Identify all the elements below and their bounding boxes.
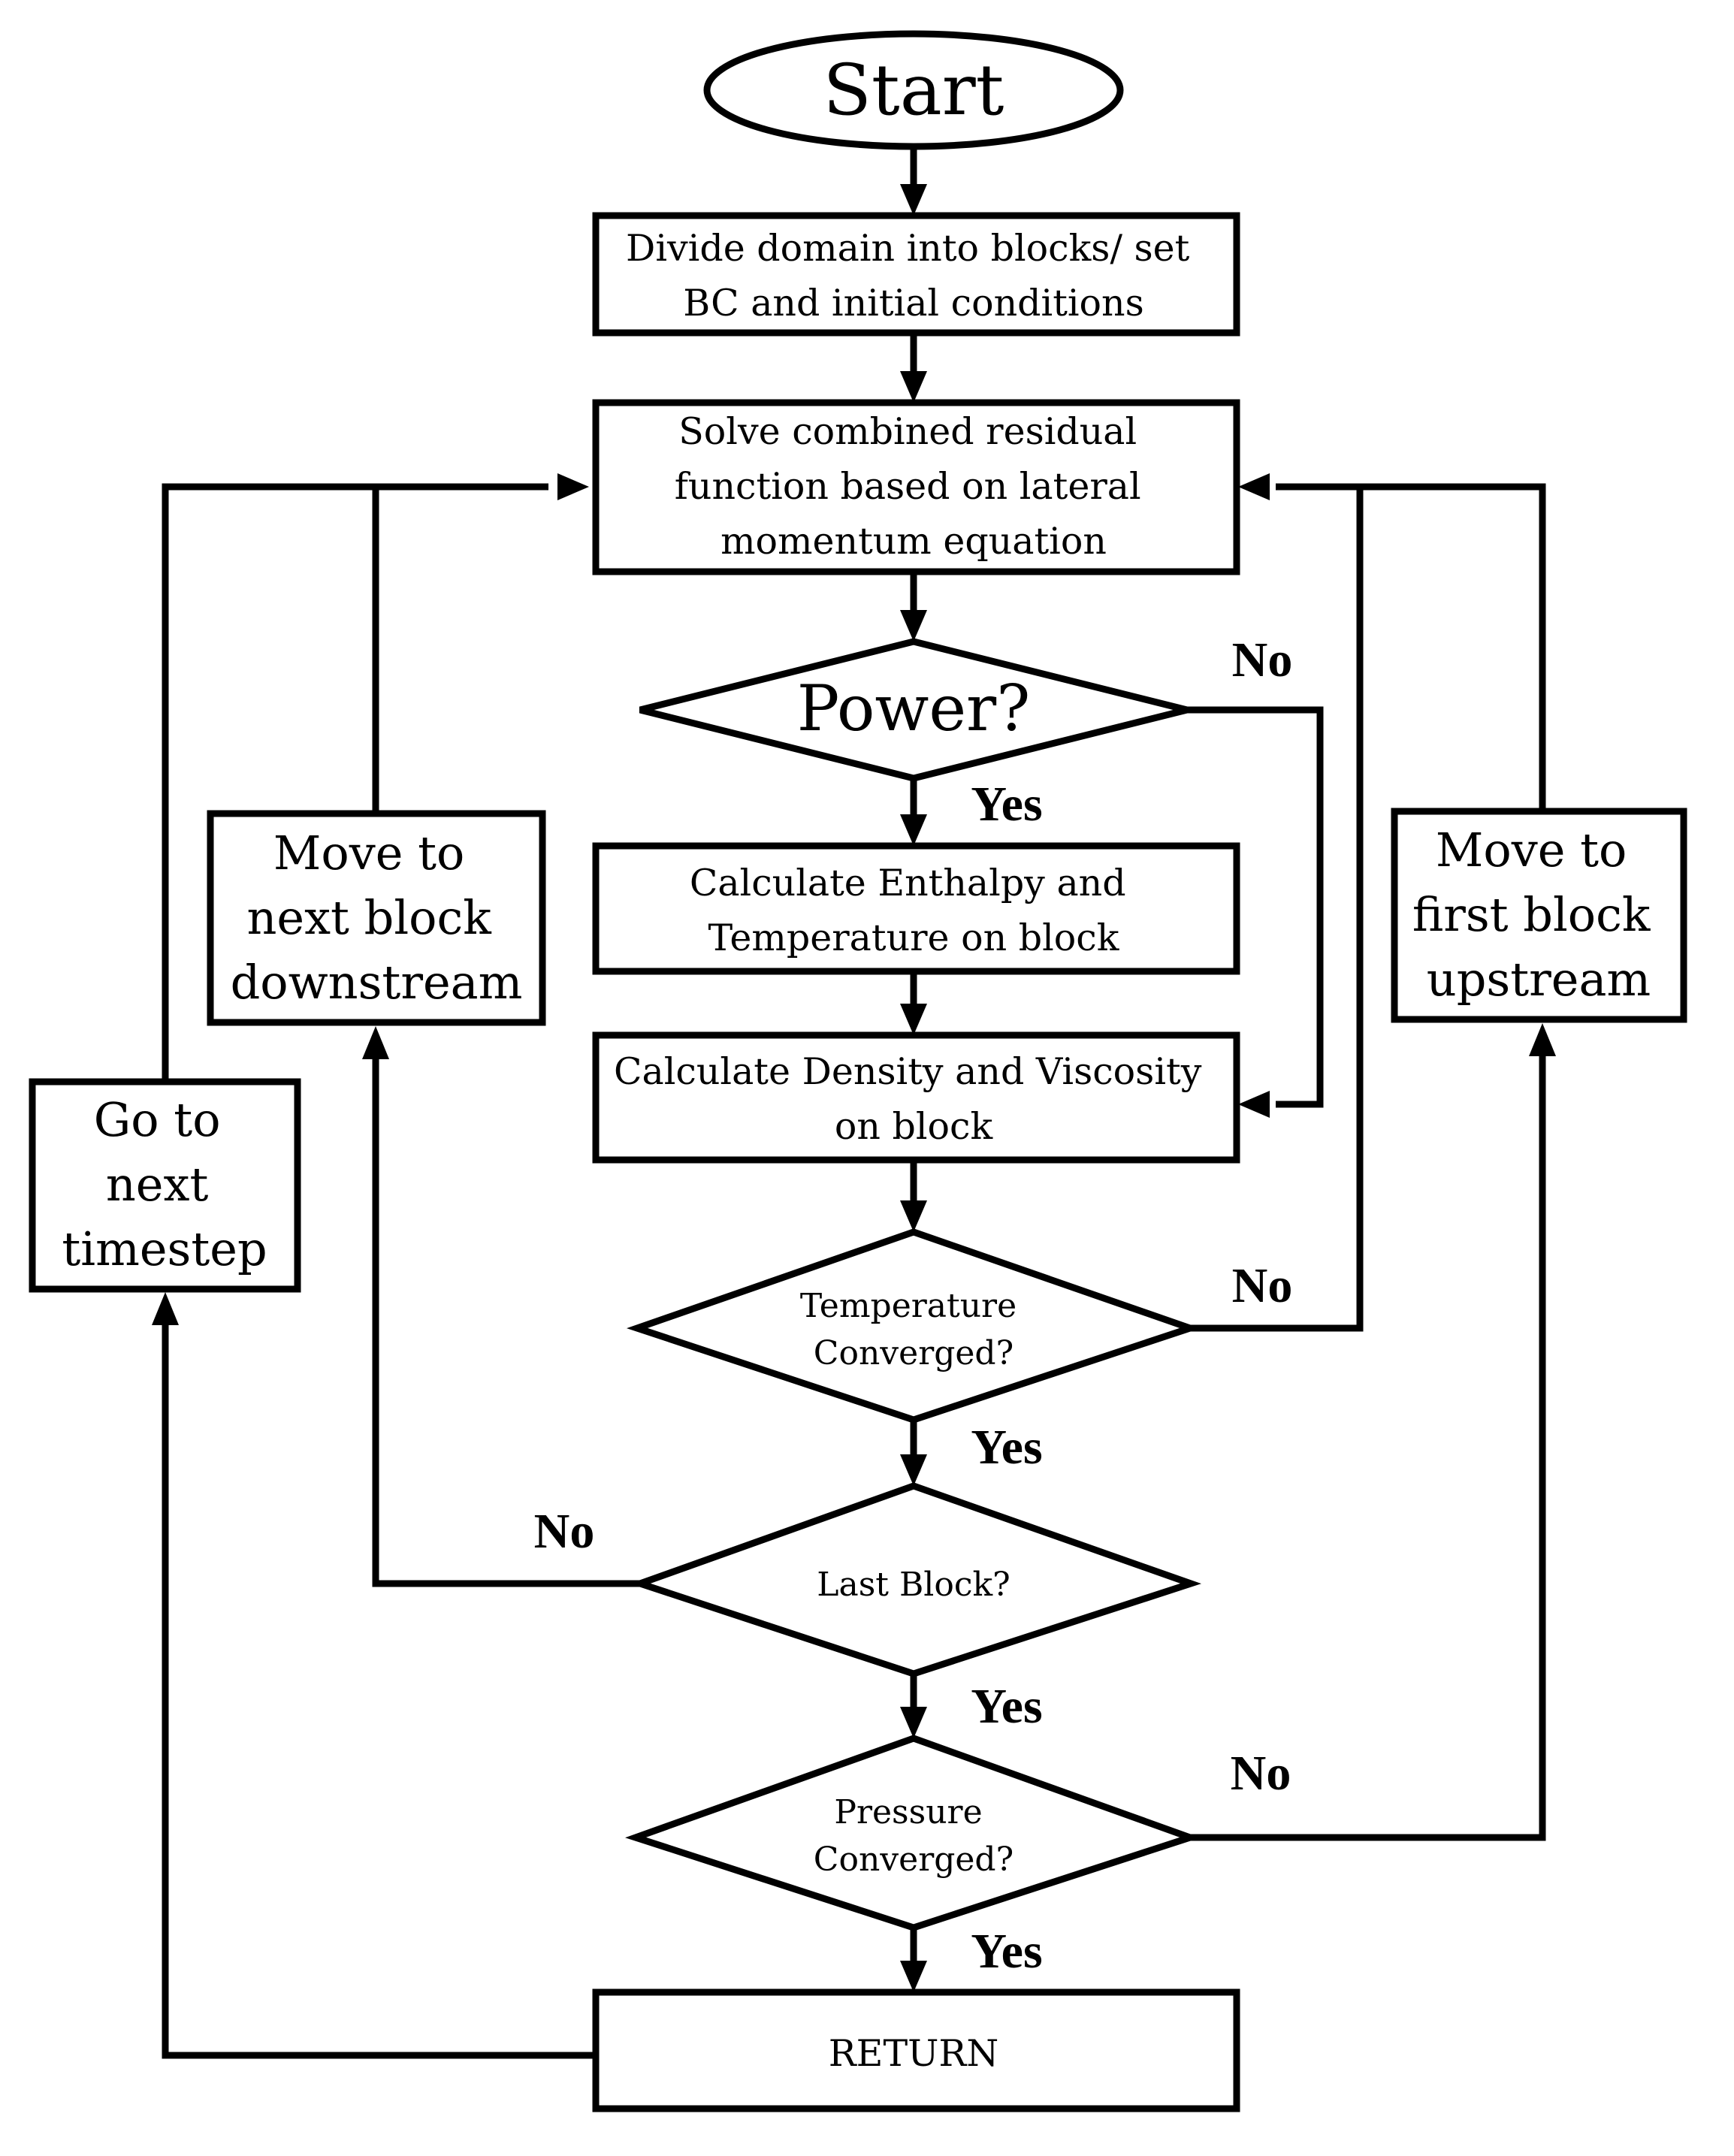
return-label: RETURN bbox=[829, 2032, 998, 2075]
temperature-converged-line-1: Temperature bbox=[800, 1287, 1017, 1325]
arrowhead-enthalpy bbox=[900, 814, 927, 846]
temperature-converged-decision: Temperature Converged? bbox=[627, 1228, 1201, 1424]
temperature-no-label: No bbox=[1232, 1258, 1293, 1313]
svg-text:Calculate Enthalpy and T: Calculate Enthalpy and Temperature on bl… bbox=[690, 862, 1137, 959]
edge-movedown-solve bbox=[372, 483, 548, 814]
svg-text:Pressure Converged?: Pressure Converged? bbox=[814, 1793, 1014, 1879]
arrowhead-movedown bbox=[362, 1026, 389, 1059]
next-timestep-box: Go to next timestep bbox=[29, 1078, 301, 1293]
solve-residual-line-1: Solve combined residual bbox=[678, 410, 1137, 453]
move-downstream-line-1: Move to bbox=[273, 826, 464, 880]
solve-residual-line-3: momentum equation bbox=[720, 520, 1107, 563]
temperature-converged-line-2: Converged? bbox=[814, 1334, 1014, 1372]
svg-text:Temperature Converged?: Temperature Converged? bbox=[800, 1287, 1027, 1372]
next-timestep-line-1: Go to bbox=[94, 1092, 221, 1147]
last-block-no-label: No bbox=[534, 1504, 595, 1559]
next-timestep-line-3: timestep bbox=[62, 1221, 267, 1276]
arrowhead-power bbox=[900, 610, 927, 642]
pressure-converged-line-2: Converged? bbox=[814, 1840, 1014, 1879]
solve-residual-box: Solve combined residual function based o… bbox=[592, 399, 1240, 575]
enthalpy-line-2: Temperature on block bbox=[708, 916, 1120, 959]
density-line-2: on block bbox=[835, 1105, 994, 1148]
power-no-label: No bbox=[1232, 633, 1293, 687]
arrowhead-tempconv bbox=[900, 1200, 927, 1232]
arrowhead-lastblock bbox=[900, 1454, 927, 1486]
start-node: Start bbox=[703, 30, 1124, 150]
divide-domain-line-1: Divide domain into blocks/ set bbox=[626, 227, 1190, 270]
arrowhead-density bbox=[900, 1004, 927, 1035]
pressure-converged-decision: Pressure Converged? bbox=[625, 1735, 1201, 1931]
divide-domain-line-2: BC and initial conditions bbox=[683, 282, 1144, 325]
power-yes-label: Yes bbox=[971, 777, 1042, 832]
arrowhead-solve-top bbox=[900, 371, 927, 403]
move-upstream-line-2: first block bbox=[1412, 887, 1651, 942]
arrowhead-solve-right bbox=[1238, 473, 1270, 500]
density-line-1: Calculate Density and Viscosity bbox=[614, 1050, 1202, 1093]
move-downstream-box: Move to next block downstream bbox=[207, 810, 546, 1026]
arrowhead-pressure bbox=[900, 1707, 927, 1738]
arrowhead-return bbox=[900, 1961, 927, 1992]
divide-domain-box: Divide domain into blocks/ set BC and in… bbox=[592, 212, 1240, 337]
last-block-yes-label: Yes bbox=[971, 1679, 1042, 1734]
arrowhead-moveup bbox=[1529, 1023, 1556, 1056]
temperature-yes-label: Yes bbox=[971, 1420, 1042, 1475]
arrowhead-solve-left bbox=[557, 473, 589, 500]
edge-pressure-no bbox=[1190, 1052, 1546, 1841]
svg-text:Calculate Density and Viscosit: Calculate Density and Viscosity on block bbox=[614, 1050, 1213, 1148]
edge-timestep-solve bbox=[162, 483, 376, 1082]
enthalpy-box: Calculate Enthalpy and Temperature on bl… bbox=[592, 842, 1240, 975]
arrowhead-divide bbox=[900, 184, 927, 216]
arrowheads bbox=[152, 184, 1556, 1992]
svg-text:Go to next timeste: Go to next timestep bbox=[62, 1092, 267, 1276]
last-block-label: Last Block? bbox=[817, 1566, 1010, 1604]
arrowhead-density-right bbox=[1238, 1091, 1270, 1118]
start-label: Start bbox=[823, 50, 1004, 131]
move-upstream-line-3: upstream bbox=[1427, 952, 1651, 1007]
edge-temp-no bbox=[1190, 483, 1364, 1332]
move-upstream-box: Move to first block upstream bbox=[1391, 808, 1687, 1023]
density-box: Calculate Density and Viscosity on block bbox=[592, 1031, 1240, 1164]
enthalpy-line-1: Calculate Enthalpy and bbox=[690, 862, 1126, 904]
edge-last-no bbox=[372, 1055, 640, 1587]
pressure-no-label: No bbox=[1231, 1746, 1291, 1801]
svg-text:Move to next block: Move to next block downstream bbox=[231, 826, 523, 1010]
svg-text:Divide domain into blocks/ set: Divide domain into blocks/ set BC and in… bbox=[626, 227, 1201, 325]
svg-text:Solve combined residual: Solve combined residual function based o… bbox=[675, 410, 1152, 563]
connectors bbox=[162, 149, 1546, 2059]
solve-residual-line-2: function based on lateral bbox=[675, 465, 1141, 508]
pressure-yes-label: Yes bbox=[971, 1924, 1042, 1979]
move-downstream-line-3: downstream bbox=[231, 955, 523, 1010]
return-box: RETURN bbox=[592, 1988, 1240, 2112]
branch-labels: No Yes No Yes No Yes No Yes bbox=[534, 633, 1293, 1979]
edge-power-no bbox=[1187, 706, 1324, 1108]
edge-moveup-solve bbox=[1360, 483, 1546, 811]
edge-return-timestep bbox=[162, 1321, 596, 2059]
power-label: Power? bbox=[797, 672, 1031, 745]
power-decision: Power? bbox=[639, 638, 1189, 782]
pressure-converged-line-1: Pressure bbox=[834, 1793, 982, 1831]
move-upstream-line-1: Move to bbox=[1436, 823, 1627, 877]
svg-text:Move to first block: Move to first block upstream bbox=[1412, 823, 1665, 1007]
arrowhead-timestep bbox=[152, 1292, 179, 1325]
next-timestep-line-2: next bbox=[106, 1157, 209, 1212]
last-block-decision: Last Block? bbox=[630, 1482, 1202, 1677]
move-downstream-line-2: next block bbox=[246, 890, 491, 945]
